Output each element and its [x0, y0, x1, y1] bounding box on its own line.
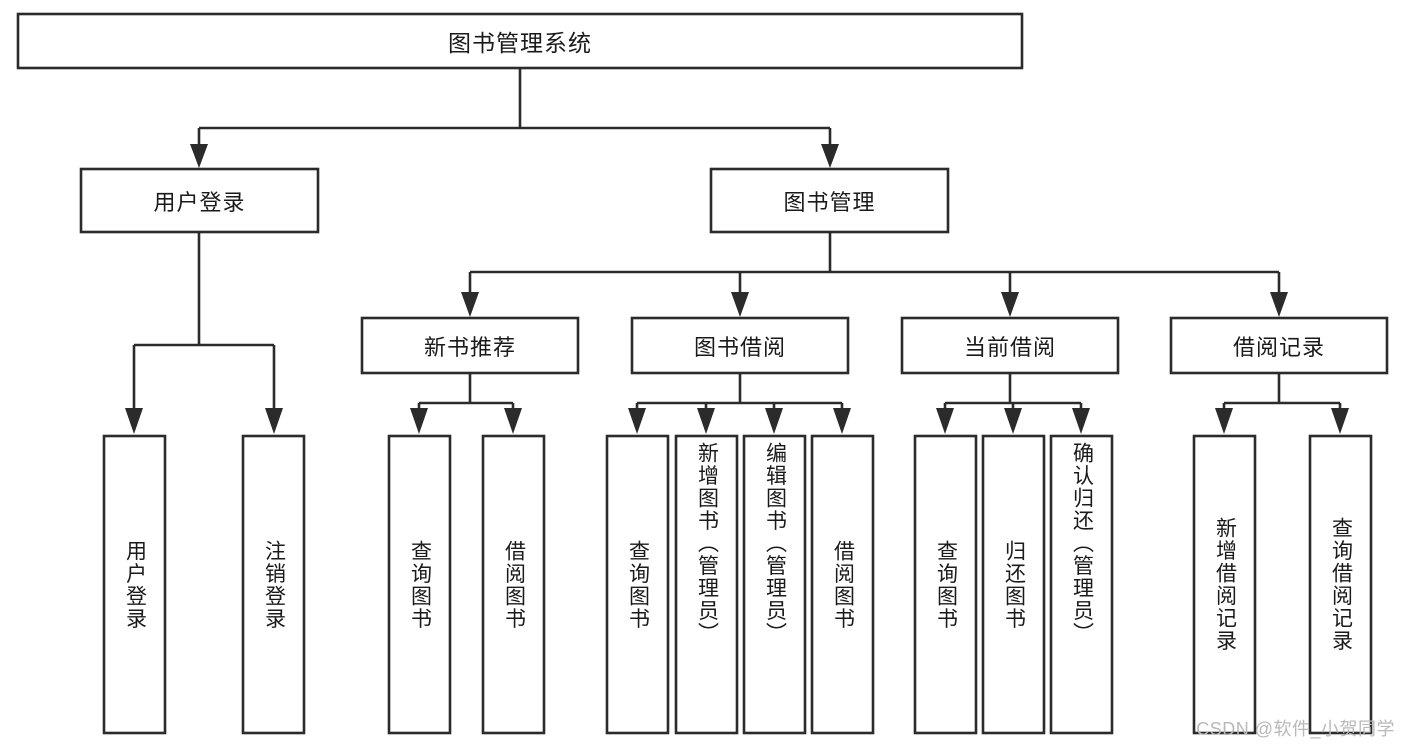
node-box-current[interactable] [900, 316, 1120, 375]
nodes-group [16, 12, 1389, 735]
arrowhead-records [1270, 292, 1288, 317]
arrowhead-borrow [731, 292, 749, 317]
arrowhead-current [1001, 292, 1019, 317]
node-box-leaf-user-login[interactable] [102, 434, 167, 735]
node-box-leaf-records-add[interactable] [1192, 434, 1257, 735]
node-box-leaf-newbook-borrow[interactable] [481, 434, 546, 735]
node-box-newbook[interactable] [360, 316, 580, 375]
node-box-leaf-borrow-add[interactable] [674, 434, 739, 735]
node-box-leaf-borrow-edit[interactable] [742, 434, 807, 735]
arrowhead-bookmgmt [821, 144, 839, 168]
node-box-bookmgmt[interactable] [709, 167, 950, 234]
arrowhead-leaf-borrow-query [628, 408, 646, 434]
node-box-records[interactable] [1169, 316, 1389, 375]
arrowhead-leaf-borrow-edit [765, 408, 783, 434]
node-box-login[interactable] [79, 167, 320, 234]
arrowhead-leaf-newbook-borrow [504, 408, 522, 434]
node-box-leaf-user-logout[interactable] [241, 434, 306, 735]
node-box-leaf-current-query[interactable] [913, 434, 978, 735]
arrowhead-leaf-borrow-lend [833, 408, 851, 434]
arrowhead-leaf-borrow-add [697, 408, 715, 434]
node-box-leaf-current-confirm[interactable] [1049, 434, 1114, 735]
arrowhead-leaf-records-query [1331, 408, 1349, 434]
arrowhead-leaf-records-add [1215, 408, 1233, 434]
node-box-leaf-records-query[interactable] [1308, 434, 1373, 735]
arrowhead-login [190, 144, 208, 168]
arrowhead-leaf-current-query [936, 408, 954, 434]
connectors-group [125, 68, 1349, 434]
arrowhead-leaf-user-logout [265, 408, 283, 434]
node-box-leaf-current-return[interactable] [981, 434, 1046, 735]
node-box-leaf-borrow-lend[interactable] [810, 434, 875, 735]
arrowhead-leaf-user-login [125, 408, 143, 434]
node-box-leaf-borrow-query[interactable] [605, 434, 670, 735]
arrowhead-leaf-current-return [1004, 408, 1022, 434]
node-box-root[interactable] [16, 12, 1024, 70]
arrowhead-leaf-current-confirm [1072, 408, 1090, 434]
node-box-leaf-newbook-query[interactable] [387, 434, 452, 735]
node-box-borrow[interactable] [630, 316, 850, 375]
arrowhead-leaf-newbook-query [410, 408, 428, 434]
arrowhead-newbook [461, 292, 479, 317]
